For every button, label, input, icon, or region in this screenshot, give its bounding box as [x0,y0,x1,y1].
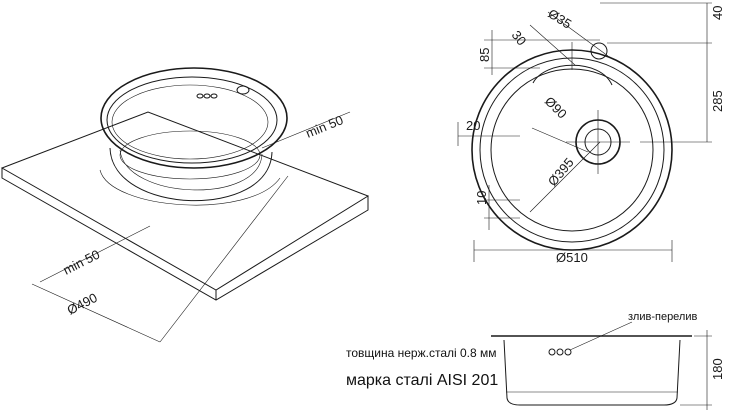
dim-tap-offset: 30 [509,28,530,49]
dim-85: 85 [477,48,492,62]
tap-hole-top [590,42,608,60]
outer-rim [471,49,673,251]
cutout-hole [99,169,281,206]
dim-10: 10 [474,191,489,205]
top-view: 40 285 85 30 Ø35 20 Ø90 Ø395 10 Ø510 [457,2,725,265]
tap-platform [532,64,613,86]
dim-drain-diameter: Ø90 [542,94,570,122]
label-overflow: злив-перелив [628,311,697,323]
dim-cutout-diameter: Ø490 [65,290,100,318]
isometric-view: min 50 min 50 Ø490 [0,67,370,343]
tap-hole [236,85,250,95]
dim-outer-diameter: Ø510 [556,250,588,265]
dim-height: 180 [710,358,725,380]
bowl-outline [490,68,654,232]
note-thickness: товщина нерж.сталі 0.8 мм [346,346,497,360]
side-bowl [503,339,681,406]
sink-rim-outer [100,67,288,169]
bowl-wall [109,147,273,202]
note-steel-grade: марка сталі AISI 201 [346,372,498,389]
dim-min50-bottom: min 50 [61,247,103,278]
countertop-edge [1,168,369,301]
bowl-bottom [119,130,261,180]
dim-min50-top: min 50 [304,112,346,141]
dim-bowl-diameter: Ø395 [545,155,577,189]
sink-rim-inner [106,76,278,164]
dim-40: 40 [710,6,725,20]
side-overflow [548,348,556,356]
dim-285: 285 [710,90,725,112]
dim-20: 20 [466,118,480,133]
side-view: злив-перелив 180 [491,311,725,410]
overflow-slot [196,93,204,99]
